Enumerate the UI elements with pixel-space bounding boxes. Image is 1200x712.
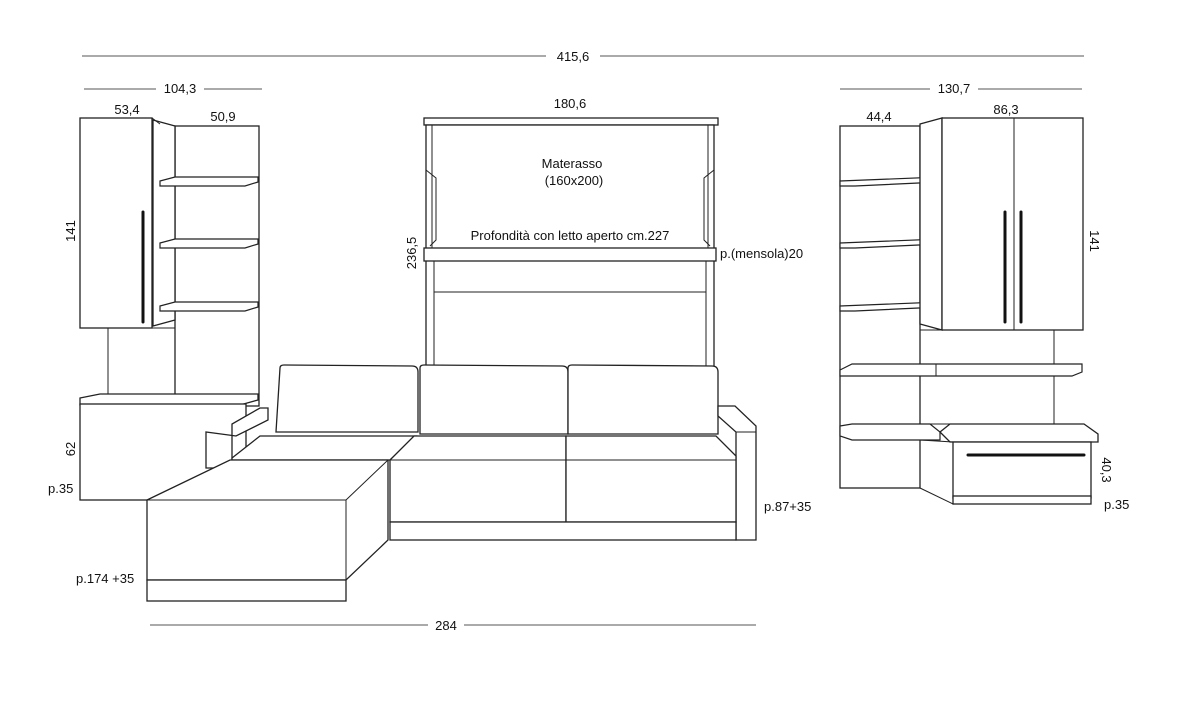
total-width-label: 415,6 xyxy=(557,49,590,64)
right-wall-cabinet xyxy=(941,117,1084,331)
right-unit: 130,7 44,4 86,3 141 40,3 p.35 xyxy=(839,81,1129,512)
left-cabinet-height-label: 141 xyxy=(63,220,78,242)
bed-width-label: 180,6 xyxy=(554,96,587,111)
sofa-width-dimension: 284 xyxy=(150,618,756,633)
right-back-panel xyxy=(919,329,1055,425)
left-wall-cabinet xyxy=(79,117,153,329)
right-cabinet-height-label: 141 xyxy=(1087,230,1102,252)
sofa-back-cushion-3 xyxy=(567,364,719,435)
left-back-panel xyxy=(107,327,176,399)
sofa-seat-cushion-3 xyxy=(565,435,737,523)
sofa-back-cushion-2 xyxy=(419,364,569,435)
right-cabinet-width-label: 86,3 xyxy=(993,102,1018,117)
left-cabinet-width-label: 53,4 xyxy=(114,102,139,117)
bed-top-cap xyxy=(423,117,719,126)
right-drawer-height-label: 40,3 xyxy=(1099,457,1114,482)
sofa-right-armrest xyxy=(717,405,757,541)
right-lower-shelf xyxy=(839,423,941,441)
total-width-dimension: 415,6 xyxy=(82,49,1084,64)
left-unit-width-dimension: 104,3 xyxy=(84,81,262,96)
sofa-back-cushion-1 xyxy=(275,364,419,433)
left-base-depth-label: p.35 xyxy=(48,481,73,496)
wall-bed: 180,6 Materasso (160x200) Profondità con… xyxy=(404,96,803,371)
left-shelf-side-panel xyxy=(174,125,260,407)
sectional-sofa: p.87+35 p.174 +35 284 xyxy=(76,364,811,633)
left-shelf-panel-edge xyxy=(152,119,176,327)
right-drawer-unit xyxy=(952,441,1092,499)
left-base-height-label: 62 xyxy=(63,442,78,456)
sofa-seat-cushion-1 xyxy=(231,435,418,461)
chaise-depth-label: p.174 +35 xyxy=(76,571,134,586)
bed-shelf xyxy=(423,247,717,262)
right-shelf-width-label: 44,4 xyxy=(866,109,891,124)
mattress-label: Materasso xyxy=(542,156,603,171)
chaise-base xyxy=(146,579,347,602)
shelf-depth-label: p.(mensola)20 xyxy=(720,246,803,261)
bed-height-label: 236,5 xyxy=(404,237,419,270)
sofa-width-label: 284 xyxy=(435,618,457,633)
right-drawer-top xyxy=(939,423,1099,443)
right-unit-width-label: 130,7 xyxy=(938,81,971,96)
sofa-depth-label: p.87+35 xyxy=(764,499,811,514)
right-drawer-plinth xyxy=(952,495,1092,505)
sofa-seat-cushion-2 xyxy=(389,435,567,523)
open-depth-note: Profondità con letto aperto cm.227 xyxy=(471,228,670,243)
right-unit-width-dimension: 130,7 xyxy=(840,81,1082,96)
left-shelves xyxy=(159,176,259,312)
mattress-size-label: (160x200) xyxy=(545,173,604,188)
right-base-depth-label: p.35 xyxy=(1104,497,1129,512)
right-long-shelf xyxy=(839,363,1083,377)
left-unit-width-label: 104,3 xyxy=(164,81,197,96)
left-shelf-width-label: 50,9 xyxy=(210,109,235,124)
sofa-base xyxy=(389,521,737,541)
right-cabinet-side xyxy=(919,117,943,331)
